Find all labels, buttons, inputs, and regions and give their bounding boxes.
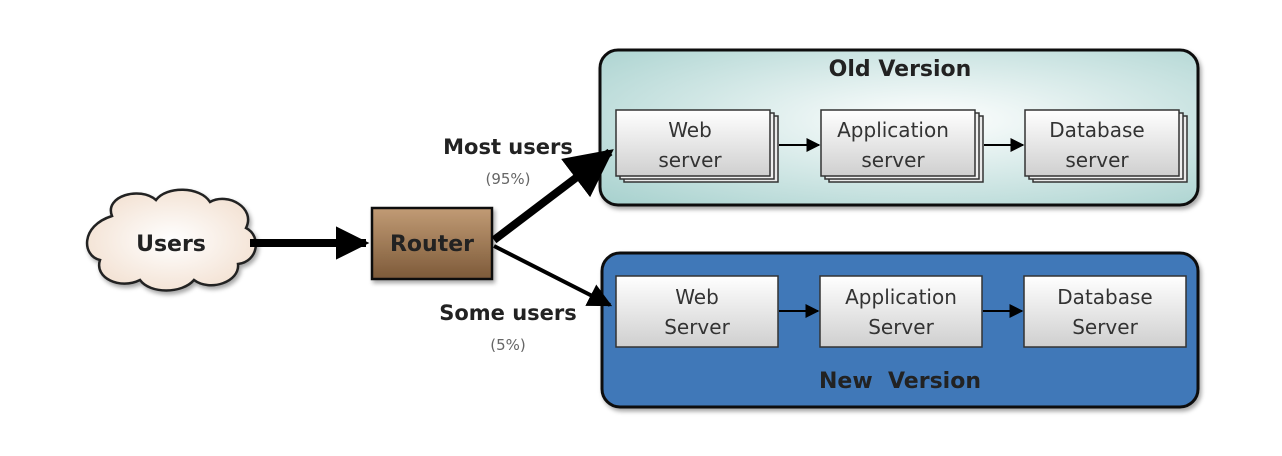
- cloud-icon: [85, 188, 258, 292]
- new-version-group: Web Server Application Server Database S…: [600, 251, 1200, 409]
- router-node: Router: [370, 206, 494, 281]
- old-version-title: Old Version: [829, 57, 972, 82]
- new-db-server-line2: Server: [1072, 315, 1138, 339]
- old-web-server-line2: server: [658, 148, 722, 172]
- new-web-server-line2: Server: [664, 315, 730, 339]
- new-application-server: Application Server: [819, 275, 983, 348]
- router-box: [370, 206, 494, 281]
- some-users-percent: (5%): [490, 336, 526, 354]
- new-version-title: New Version: [819, 369, 981, 394]
- new-database-server: Database Server: [1023, 275, 1187, 348]
- old-version-group: Old Version Web server Application serve…: [598, 48, 1200, 207]
- old-application-server: Application server: [820, 109, 984, 183]
- new-app-server-line1: Application: [845, 285, 957, 309]
- old-web-server: Web server: [615, 109, 779, 183]
- new-app-server-line2: Server: [868, 315, 934, 339]
- old-app-server-line2: server: [861, 148, 925, 172]
- users-label: Users: [136, 232, 206, 257]
- most-users-label: Most users: [443, 135, 573, 159]
- new-web-server: Web Server: [615, 275, 779, 348]
- old-app-server-line1: Application: [837, 118, 949, 142]
- new-db-server-line1: Database: [1057, 285, 1152, 309]
- old-db-server-line1: Database: [1049, 118, 1144, 142]
- some-users-arrow: [493, 244, 613, 307]
- router-label: Router: [390, 232, 474, 257]
- old-web-server-line1: Web: [668, 118, 712, 142]
- new-web-server-line1: Web: [675, 285, 719, 309]
- old-db-server-line2: server: [1065, 148, 1129, 172]
- some-users-label: Some users: [439, 301, 577, 325]
- most-users-arrow: [491, 148, 614, 244]
- users-cloud: Users: [85, 188, 258, 292]
- old-database-server: Database server: [1024, 109, 1188, 183]
- most-users-percent: (95%): [485, 170, 530, 188]
